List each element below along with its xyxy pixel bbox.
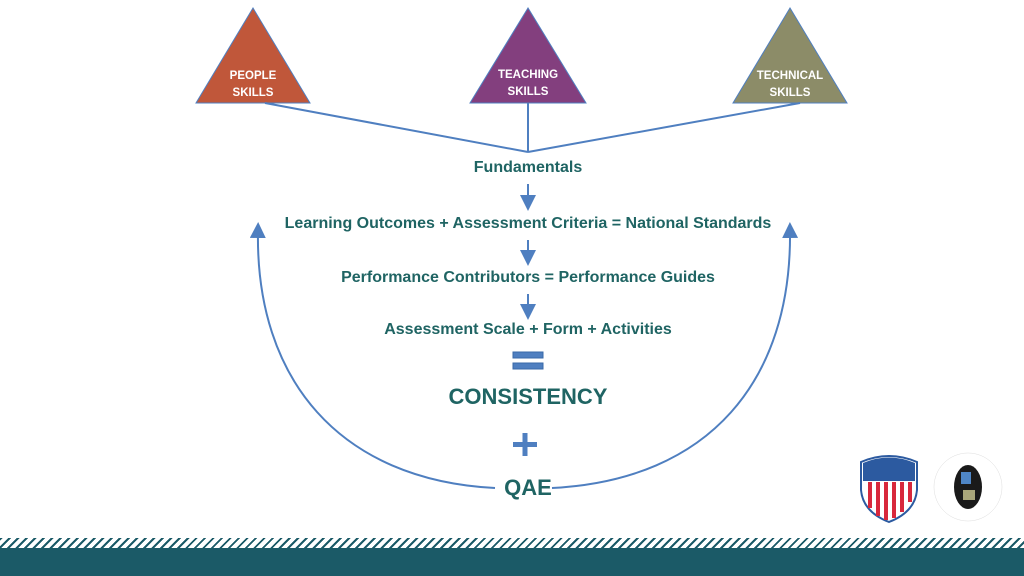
technical-skills-line2: SKILLS — [769, 87, 811, 99]
feedback-arc-left — [249, 222, 496, 489]
technical-skills-line1: TECHNICAL — [756, 70, 824, 82]
people-skills-triangle — [195, 7, 311, 104]
teaching-skills-label: TEACHING SKILLS — [468, 67, 588, 101]
plus-icon — [513, 433, 537, 456]
teaching-skills-line2: SKILLS — [507, 86, 549, 98]
feedback-arc-right — [551, 222, 799, 489]
consistency-text: CONSISTENCY — [448, 384, 608, 409]
footer-bar — [0, 548, 1024, 576]
people-skills-label: PEOPLE SKILLS — [193, 68, 313, 102]
teaching-skills-line1: TEACHING — [497, 69, 559, 81]
qae-text: QAE — [504, 475, 552, 500]
connector-technical — [527, 102, 801, 153]
fundamentals-text: Fundamentals — [473, 159, 583, 176]
technical-skills-triangle — [732, 7, 848, 104]
performance-guides-text: Performance Contributors = Performance G… — [341, 269, 715, 286]
technical-skills-label: TECHNICAL SKILLS — [730, 68, 850, 102]
people-skills-line2: SKILLS — [232, 87, 274, 99]
equals-icon — [512, 351, 544, 370]
footer-stripes — [0, 538, 1024, 548]
national-standards-text: Learning Outcomes + Assessment Criteria … — [284, 215, 772, 232]
aasi-logo — [933, 452, 1003, 522]
connector-people — [264, 102, 529, 153]
psia-logo — [860, 455, 918, 524]
people-skills-line1: PEOPLE — [229, 70, 277, 82]
assessment-text: Assessment Scale + Form + Activities — [384, 321, 672, 338]
